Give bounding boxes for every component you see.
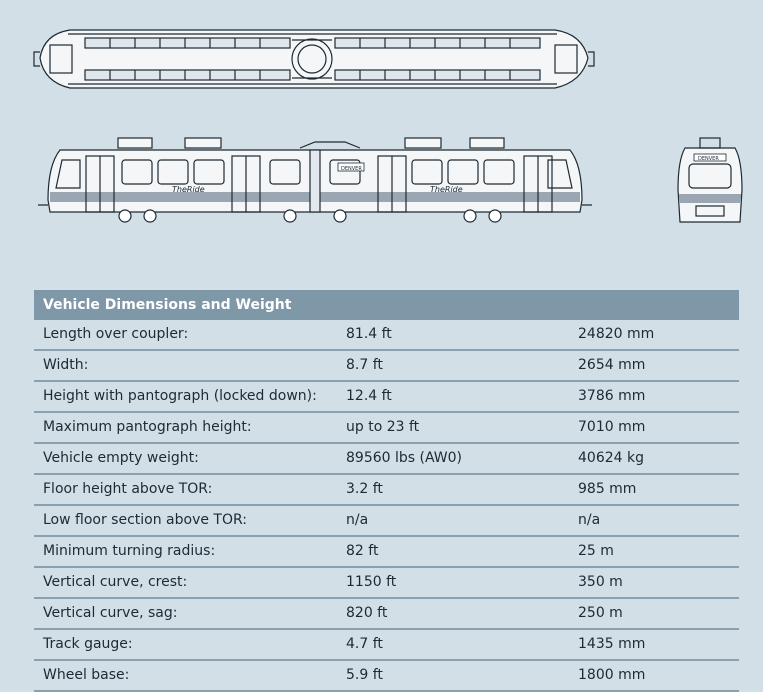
table-body: Length over coupler: 81.4 ft 24820 mm Width… (34, 320, 739, 692)
row-label: Height with pantograph (locked down): (43, 388, 317, 404)
row-label: Length over coupler: (43, 326, 189, 342)
row-value-metric: 40624 kg (578, 450, 644, 466)
side-logo-right: TheRide (430, 185, 463, 194)
row-value-metric: 24820 mm (578, 326, 655, 342)
row-value-metric: 3786 mm (578, 388, 646, 404)
table-title: Vehicle Dimensions and Weight (34, 290, 739, 320)
table-row: Maximum pantograph height: up to 23 ft 701… (34, 413, 739, 444)
row-value-imperial: 5.9 ft (346, 667, 383, 683)
row-value-imperial: 82 ft (346, 543, 379, 559)
row-value-imperial: 8.7 ft (346, 357, 383, 373)
plan-view (33, 29, 595, 89)
row-value-imperial: 1150 ft (346, 574, 397, 590)
row-label: Vehicle empty weight: (43, 450, 199, 466)
table-row: Track gauge: 4.7 ft 1435 mm (34, 630, 739, 661)
row-value-imperial: 81.4 ft (346, 326, 392, 342)
row-label: Vertical curve, crest: (43, 574, 188, 590)
row-value-metric: n/a (578, 512, 601, 528)
row-value-metric: 25 m (578, 543, 614, 559)
row-value-metric: 1435 mm (578, 636, 646, 652)
front-livery-stripe (679, 194, 741, 203)
side-logo-left: TheRide (172, 185, 205, 194)
table-row: Height with pantograph (locked down): 12.… (34, 382, 739, 413)
side-view (38, 137, 592, 223)
light-rail-vehicle-drawing: TheRide TheRide DENVER DENVER (33, 29, 743, 223)
row-label: Vertical curve, sag: (43, 605, 178, 621)
row-value-metric: 2654 mm (578, 357, 646, 373)
row-value-imperial: 89560 lbs (AW0) (346, 450, 462, 466)
front-destination-sign: DENVER (698, 156, 719, 162)
row-label: Maximum pantograph height: (43, 419, 252, 435)
row-value-metric: 985 mm (578, 481, 637, 497)
table-row: Vehicle empty weight: 89560 lbs (AW0) 4062… (34, 444, 739, 475)
side-destination-sign: DENVER (341, 166, 362, 172)
table-row: Minimum turning radius: 82 ft 25 m (34, 537, 739, 568)
row-value-metric: 7010 mm (578, 419, 646, 435)
row-label: Minimum turning radius: (43, 543, 216, 559)
table-row: Low floor section above TOR: n/a n/a (34, 506, 739, 537)
row-value-imperial: 4.7 ft (346, 636, 383, 652)
dimensions-table: Vehicle Dimensions and Weight Length ove… (34, 290, 739, 692)
row-value-imperial: 3.2 ft (346, 481, 383, 497)
row-label: Wheel base: (43, 667, 130, 683)
row-value-imperial: 12.4 ft (346, 388, 392, 404)
table-row: Floor height above TOR: 3.2 ft 985 mm (34, 475, 739, 506)
row-label: Width: (43, 357, 89, 373)
table-row: Vertical curve, crest: 1150 ft 350 m (34, 568, 739, 599)
front-view (677, 137, 743, 223)
table-row: Length over coupler: 81.4 ft 24820 mm (34, 320, 739, 351)
row-label: Floor height above TOR: (43, 481, 213, 497)
table-row: Wheel base: 5.9 ft 1800 mm (34, 661, 739, 692)
table-row: Vertical curve, sag: 820 ft 250 m (34, 599, 739, 630)
row-value-imperial: 820 ft (346, 605, 388, 621)
row-value-imperial: n/a (346, 512, 369, 528)
row-value-imperial: up to 23 ft (346, 419, 420, 435)
row-label: Track gauge: (43, 636, 133, 652)
row-label: Low floor section above TOR: (43, 512, 248, 528)
table-row: Width: 8.7 ft 2654 mm (34, 351, 739, 382)
row-value-metric: 350 m (578, 574, 623, 590)
row-value-metric: 250 m (578, 605, 623, 621)
row-value-metric: 1800 mm (578, 667, 646, 683)
